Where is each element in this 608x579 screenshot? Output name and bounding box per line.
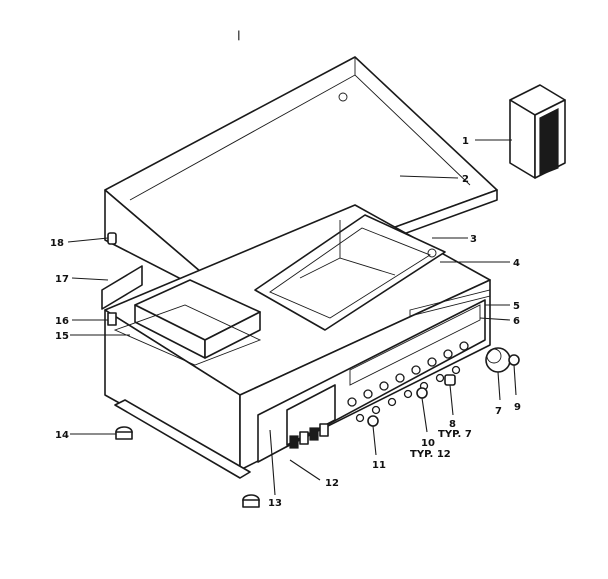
callout-14: 14 bbox=[55, 430, 69, 441]
callout-13: 13 bbox=[268, 498, 282, 509]
inner-box bbox=[113, 279, 262, 366]
note-typ7: TYP. 7 bbox=[438, 429, 472, 440]
speaker-box bbox=[509, 84, 566, 179]
front-button-row bbox=[289, 423, 329, 449]
callout-3: 3 bbox=[470, 234, 477, 245]
callout-18: 18 bbox=[50, 238, 64, 249]
callout-1: 1 bbox=[462, 136, 469, 147]
small-panel bbox=[101, 265, 143, 310]
note-typ12: TYP. 12 bbox=[410, 449, 451, 460]
callout-6: 6 bbox=[513, 316, 520, 327]
clip bbox=[107, 312, 117, 326]
callout-10: 10 bbox=[421, 438, 435, 449]
callout-16: 16 bbox=[55, 316, 69, 327]
callout-12: 12 bbox=[325, 478, 339, 489]
chassis bbox=[104, 204, 491, 479]
foot-bottom bbox=[242, 494, 260, 508]
cover-screw-hole bbox=[338, 92, 348, 102]
callout-5: 5 bbox=[513, 301, 520, 312]
foot-left bbox=[115, 426, 133, 440]
callout-7: 7 bbox=[495, 406, 502, 417]
callout-17: 17 bbox=[55, 274, 69, 285]
callout-4: 4 bbox=[513, 258, 520, 269]
leader-lines bbox=[67, 139, 517, 496]
cover-screw bbox=[107, 232, 117, 245]
knob-part-8 bbox=[444, 374, 456, 386]
small-knob bbox=[508, 354, 520, 366]
callout-2: 2 bbox=[462, 174, 469, 185]
callout-11: 11 bbox=[372, 460, 386, 471]
tray-screw bbox=[427, 248, 437, 258]
header-mark: | bbox=[237, 30, 241, 41]
knob-part-11 bbox=[367, 415, 379, 427]
large-knob bbox=[485, 347, 511, 373]
callout-9: 9 bbox=[514, 402, 521, 413]
callout-15: 15 bbox=[55, 331, 69, 342]
knob-part-10 bbox=[416, 387, 428, 399]
callout-8: 8 bbox=[449, 419, 456, 430]
